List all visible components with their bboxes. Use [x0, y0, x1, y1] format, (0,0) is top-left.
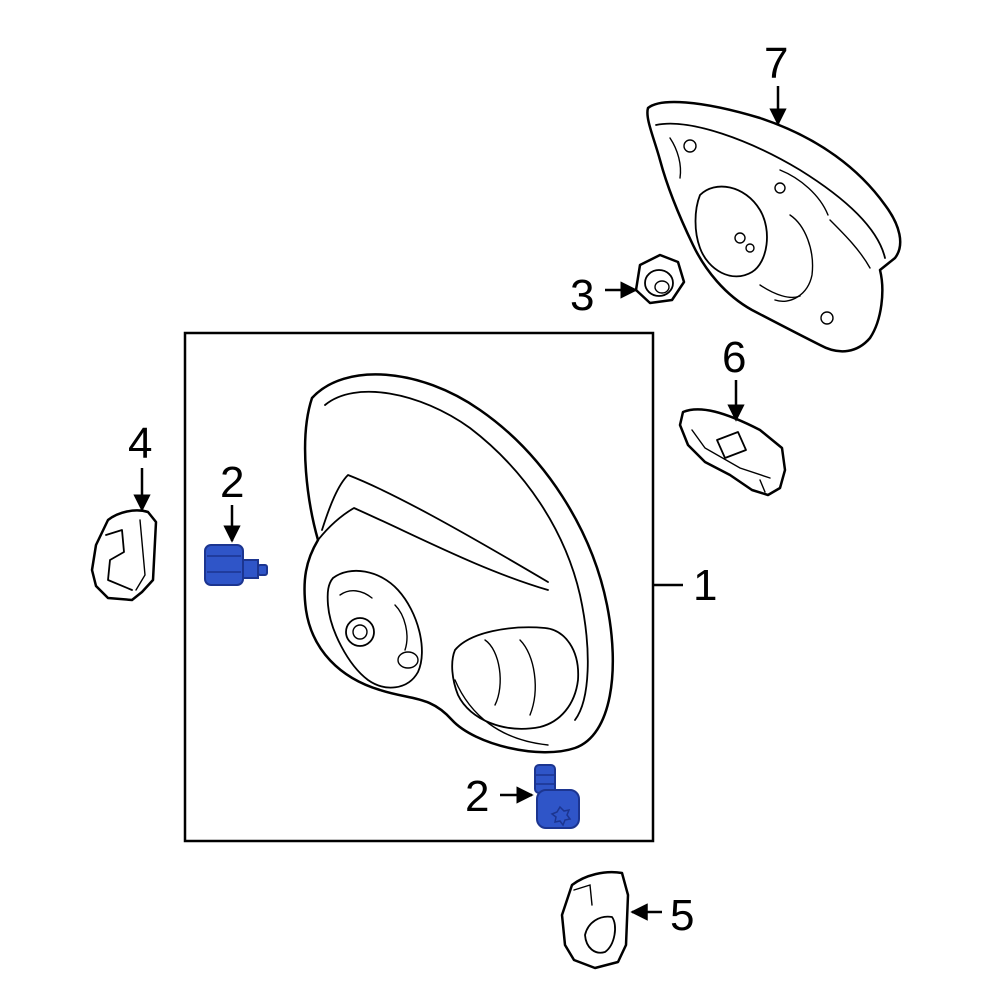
- assembly-frame: [183, 331, 655, 843]
- callout-2-lower: 2: [465, 772, 489, 821]
- callout-3: 3: [570, 271, 594, 320]
- callout-6: 6: [722, 333, 746, 382]
- callout-1: 1: [693, 561, 717, 610]
- callout-7: 7: [764, 39, 788, 88]
- callout-5: 5: [670, 891, 694, 940]
- airbag-module-part[interactable]: [646, 100, 902, 353]
- left-cover-part[interactable]: [90, 509, 158, 602]
- switch-panel-part[interactable]: [678, 408, 787, 497]
- torx-icon: [550, 805, 572, 827]
- leader-lines: [133, 86, 787, 921]
- nut-part[interactable]: [634, 253, 686, 305]
- bolt-part-upper[interactable]: [204, 544, 268, 586]
- lower-cover-part[interactable]: [560, 870, 630, 970]
- steering-wheel-part[interactable]: [303, 373, 615, 754]
- callout-4: 4: [128, 419, 152, 468]
- callout-2-upper: 2: [220, 458, 244, 507]
- bolt-part-lower[interactable]: [534, 764, 580, 829]
